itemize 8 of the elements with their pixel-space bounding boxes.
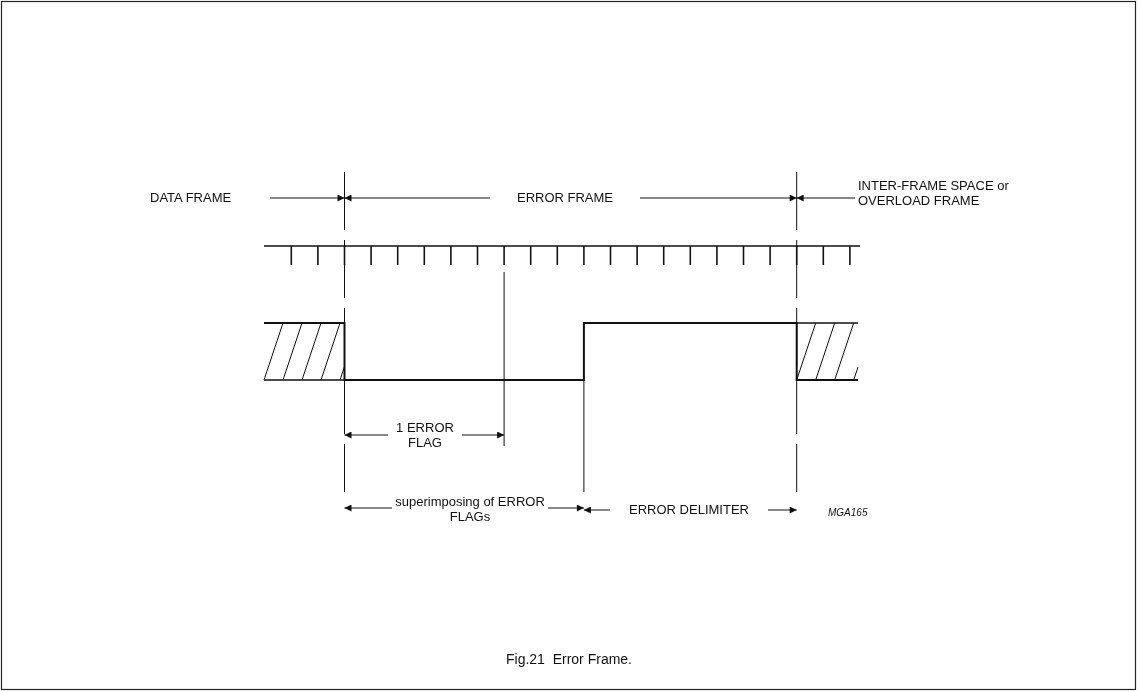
dimension-label: superimposing of ERROR FLAGs: [394, 494, 546, 524]
dimension-label: INTER-FRAME SPACE or OVERLOAD FRAME: [858, 178, 1010, 208]
dimension-label: ERROR DELIMITER: [628, 502, 750, 517]
dimension-label: DATA FRAME: [150, 190, 233, 205]
figure-caption: Fig.21 Error Frame.: [505, 652, 633, 667]
dimension-label: 1 ERROR FLAG: [395, 420, 455, 450]
dimension-label: ERROR FRAME: [515, 190, 615, 205]
figure-code: MGA165: [828, 506, 869, 520]
